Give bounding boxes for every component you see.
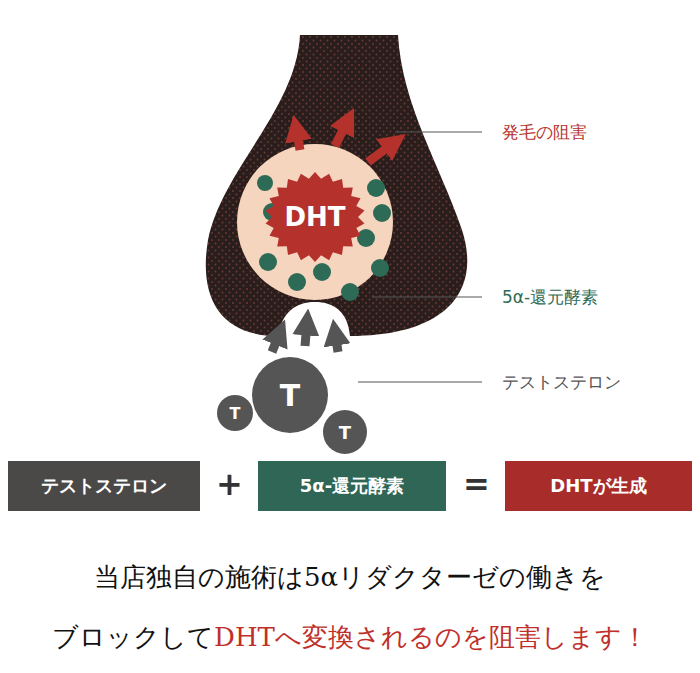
hormone-burst: DHT bbox=[265, 172, 365, 262]
dermal-papilla bbox=[237, 144, 393, 300]
leader-lines bbox=[358, 132, 482, 382]
callout-label: テストステロン bbox=[502, 371, 621, 394]
testosterone-molecule: T bbox=[252, 357, 328, 433]
caption-text: ブロックして bbox=[52, 622, 214, 652]
node-text: 5α-還元酵素 bbox=[300, 474, 404, 498]
hair-follicle bbox=[206, 35, 467, 336]
node-text: テストステロン bbox=[41, 474, 167, 498]
caption-line: ブロックしてDHTへ変換されるのを阻害します！ bbox=[0, 620, 700, 655]
callout-label: 5α-還元酵素 bbox=[502, 286, 598, 309]
formula-box: 5α-還元酵素 bbox=[258, 461, 446, 511]
formula-box: テストステロン bbox=[8, 461, 200, 511]
node-text: T bbox=[339, 422, 351, 443]
caption-text: 当店独自の施術は5αリダクターゼの働きを bbox=[94, 562, 606, 592]
testosterone-molecule: T bbox=[217, 395, 253, 431]
caption-line: 当店独自の施術は5αリダクターゼの働きを bbox=[0, 560, 700, 595]
inflow-arrows bbox=[272, 322, 338, 352]
formula-box: DHTが生成 bbox=[505, 461, 692, 511]
node-text: DHT bbox=[284, 202, 345, 232]
node-text: T bbox=[230, 404, 241, 423]
testosterone-molecule: T bbox=[323, 410, 367, 454]
node-text: DHTが生成 bbox=[550, 474, 646, 498]
caption-highlight: DHTへ変換されるのを阻害します！ bbox=[214, 622, 648, 652]
callout-label: 発毛の阻害 bbox=[502, 121, 587, 144]
operator-symbol: + bbox=[216, 465, 243, 503]
growth-block-arrows bbox=[296, 120, 395, 162]
node-text: T bbox=[280, 378, 300, 413]
operator-symbol: = bbox=[463, 465, 490, 503]
